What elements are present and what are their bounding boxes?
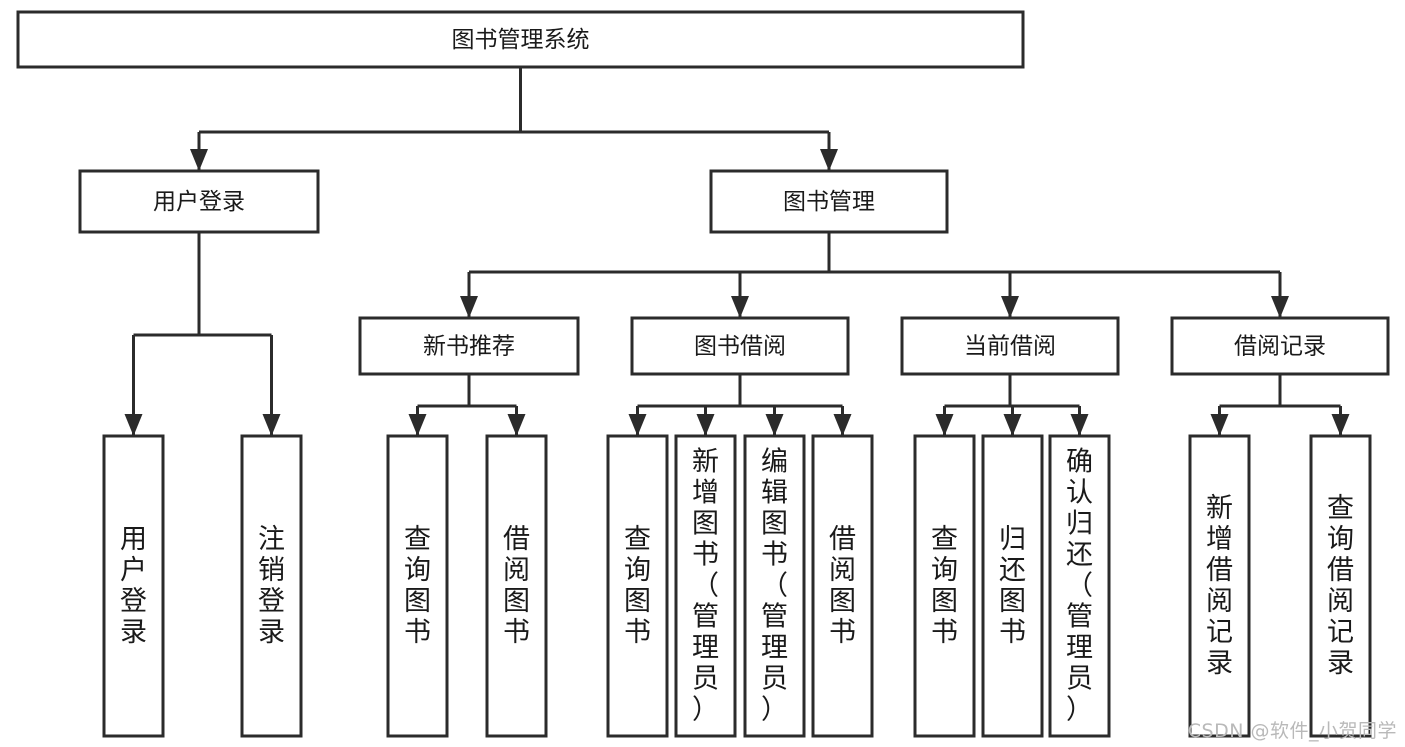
- node-label: 借阅图书: [503, 524, 530, 648]
- arrow-head: [124, 414, 143, 436]
- node-layer: 图书管理系统用户登录图书管理新书推荐图书借阅当前借阅借阅记录用户登录注销登录查询…: [16, 10, 1390, 738]
- node-box[interactable]: [913, 434, 976, 738]
- arrow-head: [262, 414, 281, 436]
- watermark-text: CSDN @软件_小贺同学: [1187, 720, 1397, 742]
- node-label: 借阅图书: [829, 524, 856, 648]
- node-label: 新书推荐: [423, 334, 515, 360]
- node-label: 图书管理系统: [452, 27, 590, 53]
- node-box[interactable]: [240, 434, 303, 738]
- node-label: 用户登录: [120, 524, 147, 648]
- node-box[interactable]: [1048, 434, 1111, 738]
- node-box[interactable]: [981, 434, 1044, 738]
- leaf-node-6[interactable]: 新增图书（管理员）: [674, 434, 737, 738]
- root-node-1[interactable]: 图书管理系统: [16, 10, 1025, 69]
- node-box[interactable]: [674, 434, 737, 738]
- node-label: 归还图书: [999, 524, 1026, 648]
- arrow-head: [833, 414, 852, 436]
- arrow-head: [935, 414, 954, 436]
- node-box[interactable]: [1309, 434, 1372, 738]
- node-label: 编辑图书（管理员）: [761, 447, 788, 726]
- arrow-head: [507, 414, 526, 436]
- connector-layer: [124, 67, 1350, 436]
- node-label: 查询图书: [931, 524, 958, 648]
- arrow-head: [731, 296, 749, 318]
- node-label: 借阅记录: [1234, 334, 1326, 360]
- level3-node-4[interactable]: 借阅记录: [1170, 316, 1390, 376]
- arrow-head: [765, 414, 784, 436]
- leaf-node-10[interactable]: 归还图书: [981, 434, 1044, 738]
- arrow-head: [820, 149, 838, 171]
- level3-node-3[interactable]: 当前借阅: [900, 316, 1120, 376]
- node-box[interactable]: [900, 316, 1120, 376]
- node-box[interactable]: [78, 169, 320, 234]
- node-label: 查询图书: [404, 524, 431, 648]
- arrow-head: [1331, 414, 1350, 436]
- node-box[interactable]: [386, 434, 449, 738]
- leaf-node-1[interactable]: 用户登录: [102, 434, 165, 738]
- node-label: 确认归还（管理员）: [1066, 447, 1093, 726]
- node-box[interactable]: [358, 316, 580, 376]
- node-label: 查询借阅记录: [1327, 493, 1354, 679]
- leaf-node-13[interactable]: 查询借阅记录: [1309, 434, 1372, 738]
- arrow-head: [1003, 414, 1022, 436]
- leaf-node-5[interactable]: 查询图书: [606, 434, 669, 738]
- arrow-head: [1210, 414, 1229, 436]
- arrow-head: [1271, 296, 1289, 318]
- node-label: 用户登录: [153, 189, 245, 215]
- leaf-node-3[interactable]: 查询图书: [386, 434, 449, 738]
- level2-node-2[interactable]: 图书管理: [709, 169, 949, 234]
- arrow-head: [1070, 414, 1089, 436]
- node-label: 查询图书: [624, 524, 651, 648]
- node-box[interactable]: [485, 434, 548, 738]
- leaf-node-4[interactable]: 借阅图书: [485, 434, 548, 738]
- node-box[interactable]: [1170, 316, 1390, 376]
- node-box[interactable]: [102, 434, 165, 738]
- level2-node-1[interactable]: 用户登录: [78, 169, 320, 234]
- arrow-head: [190, 149, 208, 171]
- node-label: 图书管理: [783, 189, 875, 215]
- node-box[interactable]: [16, 10, 1025, 69]
- leaf-node-11[interactable]: 确认归还（管理员）: [1048, 434, 1111, 738]
- leaf-node-12[interactable]: 新增借阅记录: [1188, 434, 1251, 738]
- arrow-head: [696, 414, 715, 436]
- node-box[interactable]: [743, 434, 806, 738]
- leaf-node-7[interactable]: 编辑图书（管理员）: [743, 434, 806, 738]
- node-label: 注销登录: [258, 524, 285, 648]
- arrow-head: [408, 414, 427, 436]
- level3-node-1[interactable]: 新书推荐: [358, 316, 580, 376]
- leaf-node-9[interactable]: 查询图书: [913, 434, 976, 738]
- node-label: 新增图书（管理员）: [692, 447, 719, 726]
- node-box[interactable]: [709, 169, 949, 234]
- arrow-head: [628, 414, 647, 436]
- node-box[interactable]: [606, 434, 669, 738]
- node-box[interactable]: [630, 316, 850, 376]
- arrow-head: [1001, 296, 1019, 318]
- node-label: 图书借阅: [694, 334, 786, 360]
- leaf-node-2[interactable]: 注销登录: [240, 434, 303, 738]
- arrow-head: [460, 296, 478, 318]
- leaf-node-8[interactable]: 借阅图书: [811, 434, 874, 738]
- node-label: 当前借阅: [964, 334, 1056, 360]
- node-box[interactable]: [1188, 434, 1251, 738]
- node-box[interactable]: [811, 434, 874, 738]
- level3-node-2[interactable]: 图书借阅: [630, 316, 850, 376]
- node-label: 新增借阅记录: [1206, 493, 1233, 679]
